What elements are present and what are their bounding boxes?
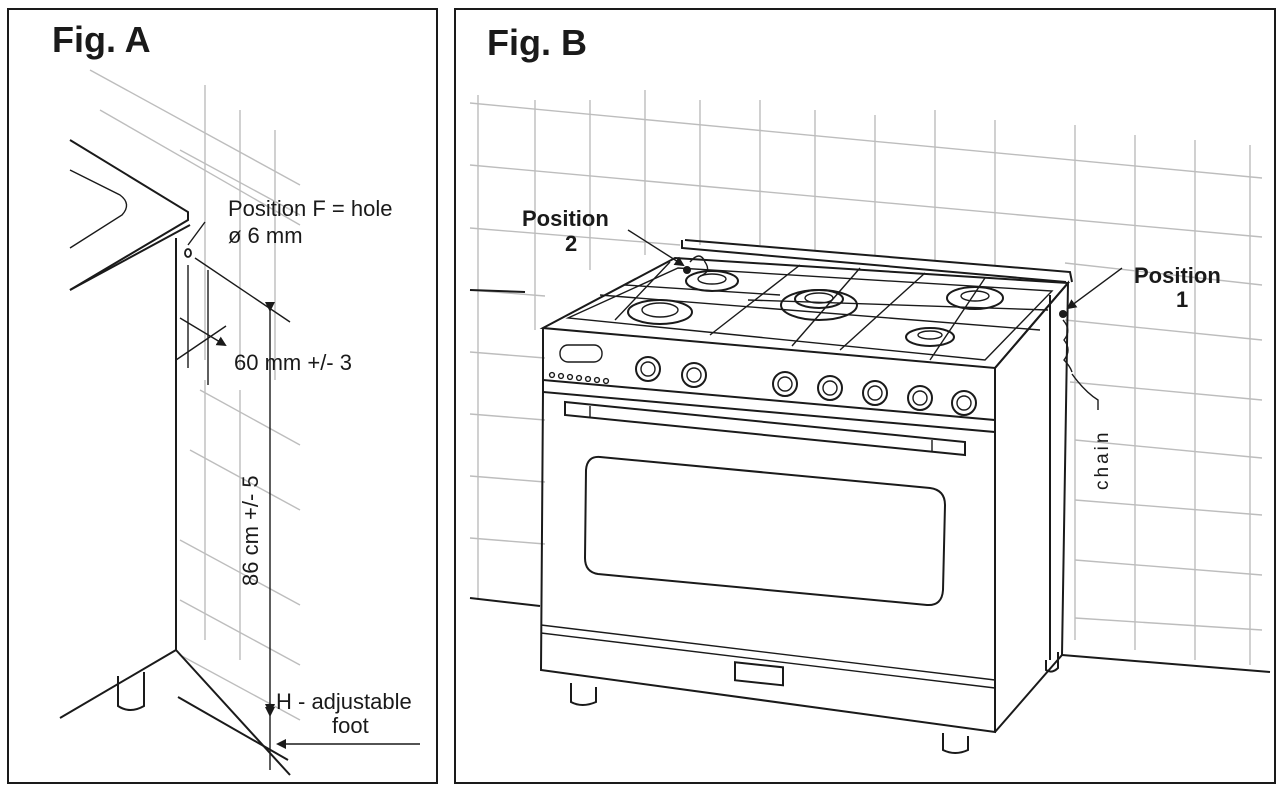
fig-b-title: Fig. B: [487, 22, 587, 63]
position-1-hook-icon: [1059, 310, 1067, 318]
position-2-label: Position: [522, 206, 609, 231]
fig-b-frame: [454, 8, 1276, 784]
fig-a-frame: [7, 8, 438, 784]
hole-distance-label: 60 mm +/- 3: [234, 350, 352, 375]
fig-a-wall-grid: [89, 69, 301, 721]
fig-a-title: Fig. A: [52, 19, 151, 60]
burners: [627, 270, 1004, 347]
fig-a-panel: Fig. A: [7, 8, 438, 784]
position-1-number: 1: [1176, 287, 1188, 312]
adjustable-foot-label: H - adjustable: [276, 689, 412, 714]
fig-b-panel: Fig. B: [454, 8, 1276, 784]
chain-icon: [1062, 319, 1073, 373]
fig-a-dimensions: [175, 221, 420, 770]
hole-icon: [184, 248, 192, 258]
hole-diameter-label: ø 6 mm: [228, 223, 303, 248]
position-2-number: 2: [565, 231, 577, 256]
hole-position-label: Position F = hole: [228, 196, 392, 221]
fig-b-wall-grid: [469, 90, 1271, 673]
adjustable-foot-label-2: foot: [332, 713, 369, 738]
fig-a-cooker-side: [59, 139, 291, 776]
position-2-hook-icon: [683, 266, 691, 274]
control-knobs: [635, 356, 977, 416]
chain-label: chain: [1092, 430, 1113, 490]
position-1-label: Position: [1134, 263, 1221, 288]
fig-b-leaders: [627, 229, 1123, 410]
cooker: [539, 239, 1073, 754]
height-dimension-label: 86 cm +/- 5: [238, 475, 263, 586]
